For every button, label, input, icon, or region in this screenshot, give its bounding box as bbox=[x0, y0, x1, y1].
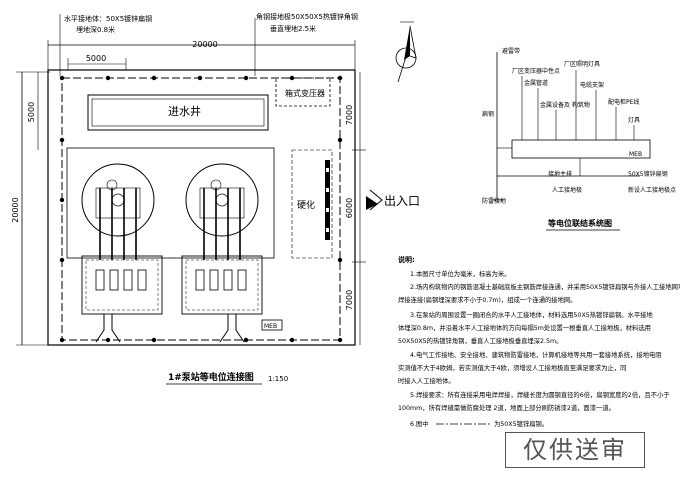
note-3c: 50X50X5的热镀锌角钢，垂直人工接地极垂直埋深2.5m。 bbox=[398, 336, 562, 345]
note-3a: 3.在泵站的周围设置一圈闭合的水平人工接地体，材料选用50X5热镀锌扁钢。水平接… bbox=[410, 310, 653, 319]
dim-right-c: 7000 bbox=[345, 290, 354, 310]
plan-scale: 1:150 bbox=[268, 375, 288, 383]
sys-lighting: 厂区照明灯具 bbox=[564, 60, 600, 68]
note-6b: 为50X5镀锌扁钢。 bbox=[494, 419, 548, 428]
callout-strip-1: 水平接地体：50X5镀锌扁钢 bbox=[64, 14, 152, 23]
note-4a: 4.电气工作接地、安全接地、建筑物防雷接地，计算机接地等共用一套接地系统，接地电… bbox=[410, 350, 662, 359]
note-1: 1.本图尺寸单位为毫米，标高为米。 bbox=[410, 269, 510, 278]
north-arrow-icon bbox=[395, 21, 417, 83]
note-3b: 体埋深0.8m，并沿着水平人工接地体的方向每隔5m处设置一根垂直人工接地极，材料… bbox=[398, 323, 651, 332]
callout-lead-1: 角钢接地极50X50X5热镀锌角钢 bbox=[256, 12, 358, 21]
notes-heading: 说明: bbox=[398, 255, 415, 264]
notes: 说明: 1.本图尺寸单位为毫米，标高为米。 2.场内构筑物内的钢筋混凝土基础底板… bbox=[398, 255, 680, 428]
sys-new-electrode: 新设人工接地极点 bbox=[628, 186, 676, 194]
hardened-label: 硬化 bbox=[297, 199, 315, 211]
sys-steel: 50X5镀锌扁钢 bbox=[628, 170, 668, 178]
note-4b: 实测值不大于4欧姆，若实测值大于4欧，须增设人工接地极直至满足要求为止，同 bbox=[398, 363, 626, 372]
sys-pipes: 金属管道 bbox=[524, 79, 548, 87]
sys-lightning-rod: 避雷带 bbox=[502, 47, 520, 55]
sys-main-line: 接地主排 bbox=[548, 170, 572, 178]
transformer-label: 箱式变压器 bbox=[285, 88, 325, 98]
dim-top: 20000 bbox=[192, 40, 217, 49]
dim-right-b: 6000 bbox=[345, 198, 354, 218]
note-5b: 100mm，所有焊缝需做防腐处理 2道，地面上部分刷防锈漆2道，面漆一道。 bbox=[398, 403, 615, 412]
plan-title: 1#泵站等电位连接图 bbox=[168, 371, 254, 383]
ground-electrodes bbox=[59, 75, 343, 343]
sys-meb: MEB bbox=[629, 151, 642, 158]
sys-equipment: 金属设备及 构筑物 bbox=[540, 101, 590, 109]
system-diagram: 避雷带 厂区变压器中性点 金属管道 厂区照明灯具 金属设备及 构筑物 电缆支架 … bbox=[482, 47, 676, 231]
note-2a: 2.场内构筑物内的钢筋混凝土基础底板主钢筋焊接连通，并采用50X5镀锌扁钢与外接… bbox=[410, 282, 680, 291]
dim-inner: 5000 bbox=[86, 54, 106, 63]
note-6a: 6.图中 bbox=[410, 419, 429, 428]
system-title: 等电位联结系统图 bbox=[547, 218, 612, 228]
note-2b: 焊接连接(扁钢埋深要求不小于0.7m)，组成一个连通的接地网。 bbox=[398, 295, 576, 304]
dim-left-top: 5000 bbox=[27, 102, 36, 122]
sys-building-ground: 防雷接地 bbox=[482, 197, 506, 205]
valve-sets bbox=[95, 269, 247, 291]
dim-right-a: 7000 bbox=[345, 105, 354, 125]
dim-left: 20000 bbox=[11, 197, 20, 222]
callout-strip-2: 埋地深0.8米 bbox=[76, 25, 115, 34]
callout-lead-2: 垂直埋地2.5米 bbox=[270, 24, 316, 33]
inlet-well-label: 进水井 bbox=[168, 104, 201, 118]
sys-cable: 电缆支架 bbox=[580, 81, 604, 89]
sys-strip: 扁钢 bbox=[482, 110, 494, 118]
sys-pe: 配电柜PE线 bbox=[608, 98, 639, 106]
sys-transformer-ground: 厂区变压器中性点 bbox=[512, 67, 560, 75]
entrance-label: 出入口 bbox=[384, 194, 420, 208]
sys-ground-electrode: 人工接地极 bbox=[552, 186, 582, 194]
note-4c: 时接入人工接地体。 bbox=[398, 376, 455, 385]
sys-fixture: 灯具 bbox=[628, 116, 640, 124]
site-plan: 20000 5000 20000 5000 7000 6000 7000 bbox=[11, 12, 420, 385]
plan-meb-label: MEB bbox=[264, 323, 277, 330]
review-stamp: 仅供送审 bbox=[505, 432, 645, 468]
note-5a: 5.焊接要求：所有连接采用电焊焊接，焊缝长度为圆钢直径的6倍，扁钢宽度的2倍，且… bbox=[410, 390, 670, 399]
